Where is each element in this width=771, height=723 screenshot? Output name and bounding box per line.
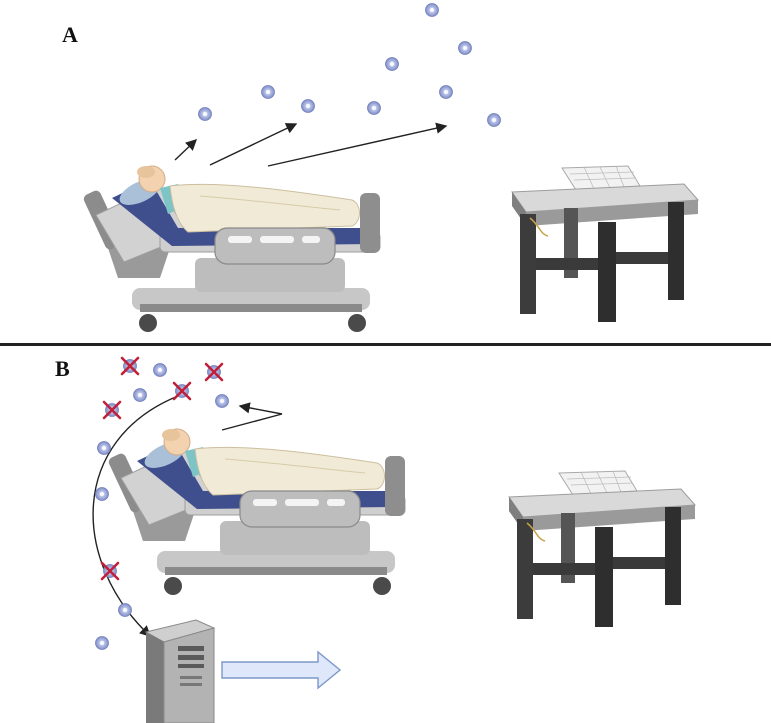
aerosol-particle-icon: [262, 86, 275, 99]
exhale-arrow-3: [268, 126, 446, 166]
aerosol-particle-icon: [302, 100, 315, 113]
aerosol-particle-icon: [98, 442, 111, 455]
aerosol-particle-icon: [134, 389, 147, 402]
aerosol-particle-icon: [119, 604, 132, 617]
hospital-bed-icon: [107, 429, 405, 595]
aerosol-particle-icon: [96, 637, 109, 650]
airflow-arrow-icon: [222, 652, 340, 688]
aerosol-particle-icon: [440, 86, 453, 99]
aerosol-particle-icon: [386, 58, 399, 71]
panel-b: [93, 358, 695, 723]
blocked-particle-icon: [206, 364, 222, 380]
aerosol-particle-icon: [216, 395, 229, 408]
panel-a: [82, 4, 698, 333]
aerosol-particle-icon: [154, 364, 167, 377]
lab-table-icon: [512, 166, 698, 322]
blocked-particle-icon: [122, 358, 138, 374]
blocked-particle-icon: [102, 563, 118, 579]
exhale-arrow-return: [222, 406, 282, 430]
aerosol-particle-icon: [459, 42, 472, 55]
aerosol-particle-icon: [368, 102, 381, 115]
aerosol-particle-icon: [96, 488, 109, 501]
lab-table-icon: [509, 471, 695, 627]
blocked-particle-icon: [174, 383, 190, 399]
aerosol-particle-icon: [488, 114, 501, 127]
aerosol-particle-icon: [199, 108, 212, 121]
air-purifier-icon: [146, 620, 214, 723]
blocked-particle-icon: [104, 402, 120, 418]
exhale-arrow-1: [175, 140, 196, 160]
hospital-bed-icon: [82, 166, 380, 332]
exhale-arrow-2: [210, 124, 296, 165]
aerosol-particle-icon: [426, 4, 439, 17]
